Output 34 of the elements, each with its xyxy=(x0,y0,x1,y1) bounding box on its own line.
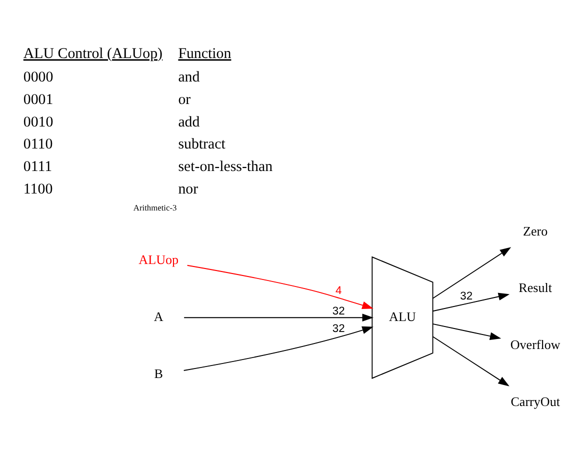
edge-label: 32 xyxy=(332,323,345,336)
arrow xyxy=(432,292,510,312)
label: and xyxy=(178,70,200,86)
edge-label: 32 xyxy=(332,305,345,318)
label: 0001 xyxy=(23,92,54,108)
node-text: Overflow xyxy=(510,337,560,352)
label: 0000 xyxy=(23,70,54,86)
node-text: Zero xyxy=(523,223,548,238)
label: nor xyxy=(178,181,198,198)
arrow xyxy=(432,336,510,386)
edge-label: 4 xyxy=(335,284,342,297)
arrow xyxy=(183,326,374,371)
node-text: Result xyxy=(518,280,552,296)
label: add xyxy=(178,114,200,130)
arrow xyxy=(186,264,374,309)
arrow xyxy=(432,323,502,340)
label: ALU Control (ALUop) xyxy=(23,46,163,62)
arrow xyxy=(432,247,512,299)
label: Function xyxy=(178,46,232,62)
label: Arithmetic-3 xyxy=(133,204,177,213)
label: subtract xyxy=(178,136,226,153)
arrow xyxy=(184,314,374,322)
node-text: CarryOut xyxy=(510,394,560,409)
label: 0010 xyxy=(23,114,54,130)
node-text: ALUop xyxy=(138,252,179,268)
node-box: ALU xyxy=(372,256,434,379)
node-text: B xyxy=(154,366,163,381)
label: or xyxy=(178,92,191,108)
label: 0111 xyxy=(23,159,52,176)
label: set-on-less-than xyxy=(178,159,273,176)
label: 0110 xyxy=(23,136,53,153)
node-text: A xyxy=(154,309,164,324)
edge-label: 32 xyxy=(460,290,473,303)
label: 1100 xyxy=(23,181,53,198)
